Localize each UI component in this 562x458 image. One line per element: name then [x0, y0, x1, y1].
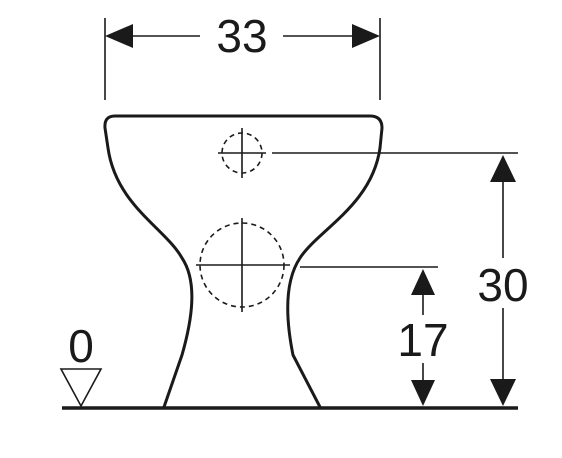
width-dimension: 33 — [104, 10, 381, 100]
height-arrow-bottom — [490, 379, 516, 406]
outlet-height-dimension: 17 — [300, 266, 454, 406]
floor-level-triangle-icon — [59, 368, 103, 408]
height-label-bg — [470, 258, 536, 308]
outlet-label-bg — [392, 315, 454, 363]
height-arrow-top — [490, 155, 516, 182]
toilet-outline — [103, 114, 384, 409]
outlet-arrow-bottom — [411, 380, 435, 406]
height-label: 30 — [477, 259, 528, 311]
width-label: 33 — [216, 10, 267, 62]
outlet-arrow-top — [411, 269, 435, 295]
outlet-connection-marker — [196, 218, 290, 312]
floor-level-label: 0 — [68, 320, 94, 372]
width-arrow-left — [105, 24, 133, 48]
height-dimension: 30 — [272, 152, 536, 406]
bowl-body — [103, 114, 382, 409]
bowl-rim — [113, 114, 384, 150]
outlet-height-label: 17 — [397, 314, 448, 366]
inlet-connection-marker — [218, 128, 266, 178]
floor-level-marker: 0 — [59, 320, 103, 408]
width-arrow-right — [352, 24, 380, 48]
